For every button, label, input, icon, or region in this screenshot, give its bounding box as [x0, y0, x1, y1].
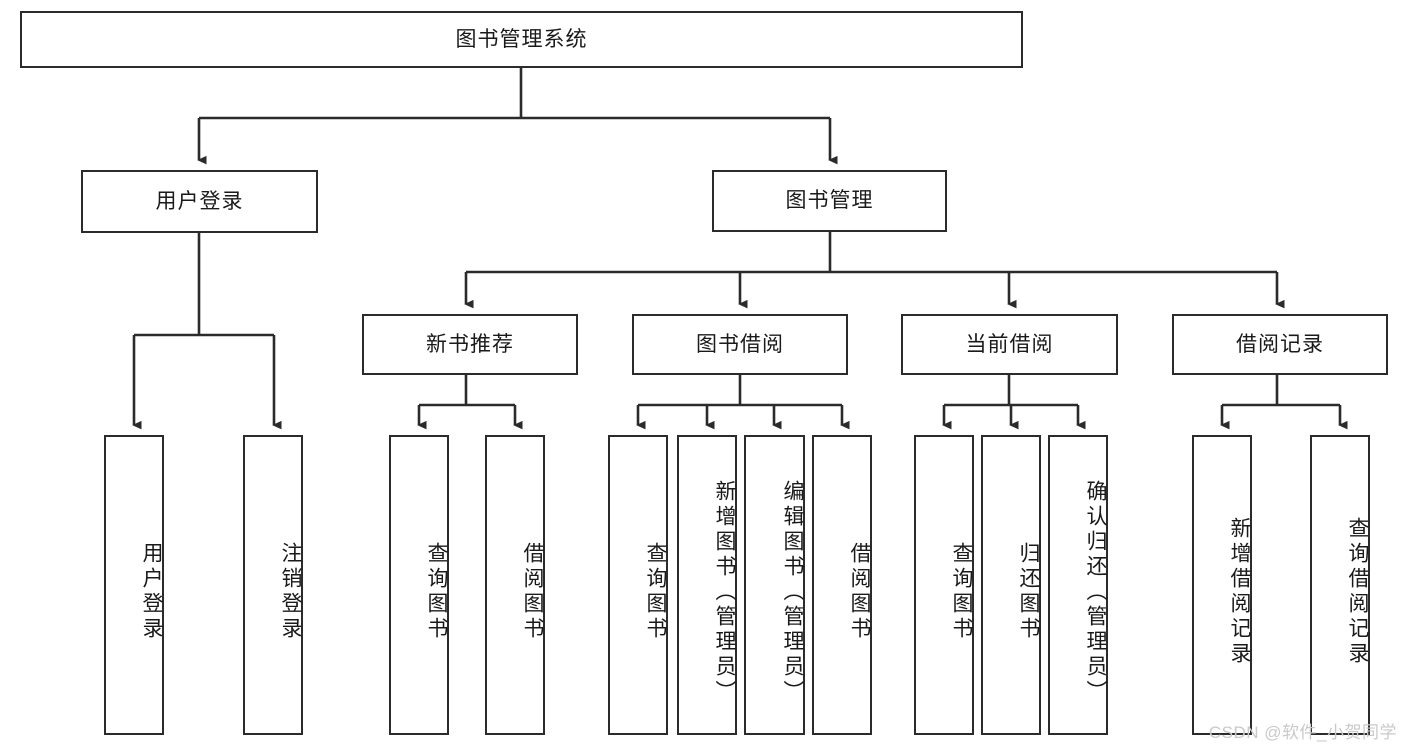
node-label: 查询图书 [950, 542, 973, 642]
node-label: 用户登录 [155, 189, 244, 213]
node-user-login[interactable]: 用户登录 [81, 170, 318, 233]
node-label: 查询借阅记录 [1346, 517, 1369, 667]
leaf-borrow-add-book-admin[interactable]: 新增图书（管理员） [677, 435, 737, 735]
leaf-user-login-signin[interactable]: 用户登录 [104, 435, 164, 735]
node-label: 编辑图书（管理员） [781, 479, 804, 705]
node-label: 新增图书（管理员） [713, 479, 736, 705]
node-book-borrow[interactable]: 图书借阅 [632, 314, 848, 375]
leaf-recommend-query-book[interactable]: 查询图书 [389, 435, 449, 735]
node-label: 借阅图书 [521, 542, 544, 642]
leaf-borrow-edit-book-admin[interactable]: 编辑图书（管理员） [744, 435, 805, 735]
node-book-management[interactable]: 图书管理 [712, 170, 947, 232]
node-label: 用户登录 [140, 542, 163, 642]
node-root-system[interactable]: 图书管理系统 [20, 11, 1023, 68]
node-borrow-record[interactable]: 借阅记录 [1172, 314, 1388, 375]
node-label: 确认归还（管理员） [1084, 479, 1107, 705]
leaf-borrow-query-book[interactable]: 查询图书 [608, 435, 668, 735]
node-label: 借阅记录 [1236, 332, 1324, 356]
node-label: 新书推荐 [426, 332, 514, 356]
node-label: 图书管理 [785, 189, 874, 213]
leaf-record-add-record[interactable]: 新增借阅记录 [1192, 435, 1252, 735]
node-label: 新增借阅记录 [1228, 517, 1251, 667]
node-new-book-recommend[interactable]: 新书推荐 [362, 314, 578, 375]
leaf-record-query-record[interactable]: 查询借阅记录 [1310, 435, 1370, 735]
node-label: 注销登录 [279, 542, 302, 642]
node-label: 查询图书 [644, 542, 667, 642]
node-label: 归还图书 [1017, 542, 1040, 642]
node-label: 当前借阅 [965, 332, 1054, 356]
node-current-borrow[interactable]: 当前借阅 [901, 314, 1118, 375]
node-label: 查询图书 [425, 542, 448, 642]
leaf-recommend-borrow-book[interactable]: 借阅图书 [485, 435, 545, 735]
leaf-borrow-borrow-book[interactable]: 借阅图书 [812, 435, 872, 735]
leaf-current-confirm-return-admin[interactable]: 确认归还（管理员） [1048, 435, 1108, 735]
watermark-text: CSDN @软件_小贺同学 [1208, 723, 1397, 742]
node-label: 图书借阅 [696, 332, 784, 356]
leaf-current-query-book[interactable]: 查询图书 [914, 435, 974, 735]
leaf-user-login-signout[interactable]: 注销登录 [243, 435, 303, 735]
node-label: 图书管理系统 [455, 27, 588, 51]
leaf-current-return-book[interactable]: 归还图书 [981, 435, 1041, 735]
node-label: 借阅图书 [848, 542, 871, 642]
